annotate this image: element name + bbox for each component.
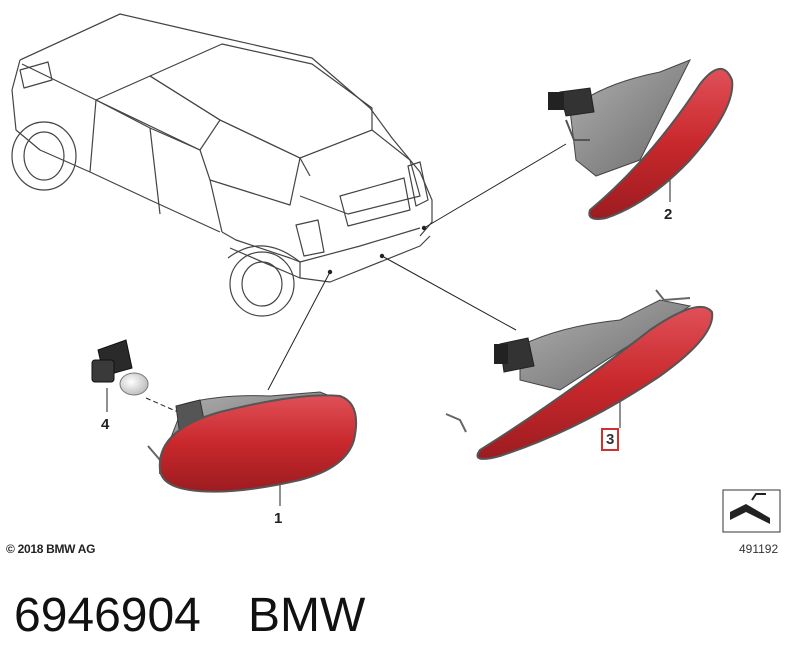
callout-3[interactable]: 3 bbox=[600, 428, 620, 451]
reflector-part-2 bbox=[548, 59, 734, 220]
callout-2[interactable]: 2 bbox=[664, 206, 673, 223]
leader-lines bbox=[106, 143, 671, 506]
diagram-id: 491192 bbox=[739, 542, 779, 556]
reflector-part-3 bbox=[445, 289, 714, 460]
parts-diagram bbox=[11, 13, 781, 533]
part-number: 6946904 bbox=[14, 589, 201, 642]
copyright-text: © 2018 BMW AG bbox=[6, 542, 96, 556]
brand-name: BMW bbox=[248, 589, 366, 642]
car-outline bbox=[11, 13, 433, 317]
bulb-part-4 bbox=[91, 339, 149, 396]
callout-1[interactable]: 1 bbox=[274, 510, 283, 527]
diagram-symbol-icon bbox=[722, 489, 781, 533]
callout-4[interactable]: 4 bbox=[101, 416, 110, 433]
reflector-part-1 bbox=[147, 391, 358, 493]
